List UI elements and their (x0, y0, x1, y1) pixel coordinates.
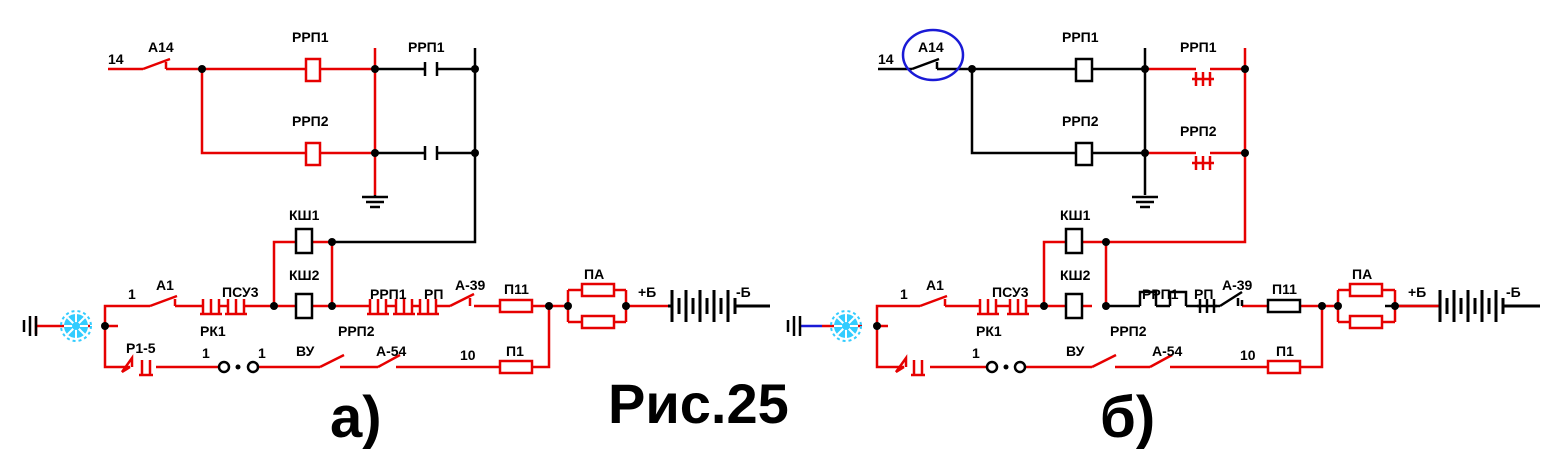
ground-symbol-b (1132, 195, 1158, 209)
diagram-b: 14 А14 РРП1 РРП1 РРП2 РРП2 КШ1 КШ2 1 А1 … (786, 28, 1540, 450)
label-rrp1-contact: РРП1 (408, 39, 445, 55)
ground-symbol (362, 195, 388, 209)
coil-ksh1-b (1064, 227, 1084, 255)
label-rp-b: РП (1194, 286, 1213, 302)
label-rk1: РК1 (200, 323, 226, 339)
label-rrp2-coil-b: РРП2 (1062, 113, 1099, 129)
label-psu3: ПСУ3 (222, 284, 259, 300)
contact-rrp-upper (423, 62, 439, 160)
label-wire-14: 14 (108, 51, 124, 67)
label-rrp1-coil: РРП1 (292, 29, 329, 45)
live-wires-b (822, 48, 1440, 369)
label-ksh2-b: КШ2 (1060, 267, 1091, 283)
label-p11-b: П11 (1272, 281, 1297, 297)
label-pa-b: ПА (1352, 266, 1372, 282)
label-a54-b: А-54 (1152, 343, 1183, 359)
label-n1-left-b: 1 (972, 345, 980, 361)
label-wire-1: 1 (128, 286, 136, 302)
indicator-lamp-b (830, 310, 862, 342)
diagram-a-tag: а) (330, 385, 382, 450)
label-a14: А14 (148, 39, 174, 55)
label-rrp1-contact-b: РРП1 (1180, 39, 1217, 55)
label-a1: А1 (156, 277, 174, 293)
battery-a (668, 290, 770, 322)
label-rrp2-contact-b: РРП2 (1180, 123, 1217, 139)
label-rrp2-lower-b: РРП2 (1110, 323, 1147, 339)
terminal-dot-b (1003, 364, 1009, 370)
label-minus-b-b: -Б (1506, 284, 1521, 300)
label-a1-b: А1 (926, 277, 944, 293)
label-r15: Р1-5 (126, 340, 156, 356)
label-wire-1-b: 1 (900, 286, 908, 302)
label-a39: А-39 (455, 277, 486, 293)
left-ground-b (786, 316, 802, 336)
label-rrp1-lower-b: РРП1 (1142, 286, 1179, 302)
label-wire-14-b: 14 (878, 51, 894, 67)
highlight-circle-a14 (901, 28, 965, 82)
terminals-b (985, 360, 1027, 374)
coil-rrp1-b (1074, 57, 1094, 83)
label-a39-b: А-39 (1222, 277, 1253, 293)
label-vu: ВУ (296, 343, 315, 359)
contacts-lower (120, 292, 475, 377)
coil-ksh2 (294, 292, 314, 320)
contacts-open-b (1138, 290, 1244, 313)
label-p1-b: П1 (1276, 343, 1294, 359)
coil-ksh1 (294, 227, 314, 255)
label-rrp1-lower: РРП1 (370, 286, 407, 302)
dead-wires (332, 48, 477, 244)
junctions-a (101, 65, 630, 330)
terminals-a (217, 360, 260, 374)
diagram-b-tag: б) (1100, 385, 1155, 450)
label-ksh1-b: КШ1 (1060, 207, 1091, 223)
live-wires (34, 48, 668, 369)
coil-ksh2-b (1064, 292, 1084, 320)
battery-b (1438, 290, 1540, 322)
label-p11: П11 (504, 281, 529, 297)
switch-a14-b (911, 57, 940, 71)
contacts-lower-b (894, 294, 1173, 377)
label-a54: А-54 (376, 343, 407, 359)
label-vu-b: ВУ (1066, 343, 1085, 359)
fuses-a (498, 282, 616, 375)
left-ground-a (22, 316, 38, 336)
fuses-b (1266, 282, 1384, 375)
label-n1-left: 1 (202, 345, 210, 361)
contacts-upper-b (1192, 72, 1214, 170)
label-psu3-b: ПСУ3 (992, 284, 1029, 300)
label-plus-b: +Б (638, 284, 656, 300)
coil-rrp2 (304, 141, 322, 167)
label-a14-b: А14 (918, 39, 944, 55)
label-rrp1-coil-b: РРП1 (1062, 29, 1099, 45)
terminal-dot (235, 364, 241, 370)
label-rrp2-lower: РРП2 (338, 323, 375, 339)
label-ksh1: КШ1 (289, 207, 320, 223)
label-wire-10: 10 (460, 347, 476, 363)
label-rrp2-coil: РРП2 (292, 113, 329, 129)
label-plus-b-b: +Б (1408, 284, 1426, 300)
label-wire-10-b: 10 (1240, 347, 1256, 363)
label-rk1-b: РК1 (976, 323, 1002, 339)
coil-rrp2-b (1074, 141, 1094, 167)
label-pa: ПА (584, 266, 604, 282)
label-ksh2: КШ2 (289, 267, 320, 283)
figure-caption: Рис.25 (608, 372, 789, 435)
junctions-b (873, 65, 1399, 330)
coil-rrp1 (304, 57, 322, 83)
indicator-lamp-a (60, 310, 92, 342)
label-p1: П1 (506, 343, 524, 359)
label-n1-right: 1 (258, 345, 266, 361)
label-minus-b: -Б (736, 284, 751, 300)
diagram-a: 14 А14 РРП1 РРП1 РРП2 КШ1 КШ2 1 А1 ПСУ3 … (22, 29, 770, 450)
label-rp: РП (424, 286, 443, 302)
switch-a14 (142, 57, 171, 71)
